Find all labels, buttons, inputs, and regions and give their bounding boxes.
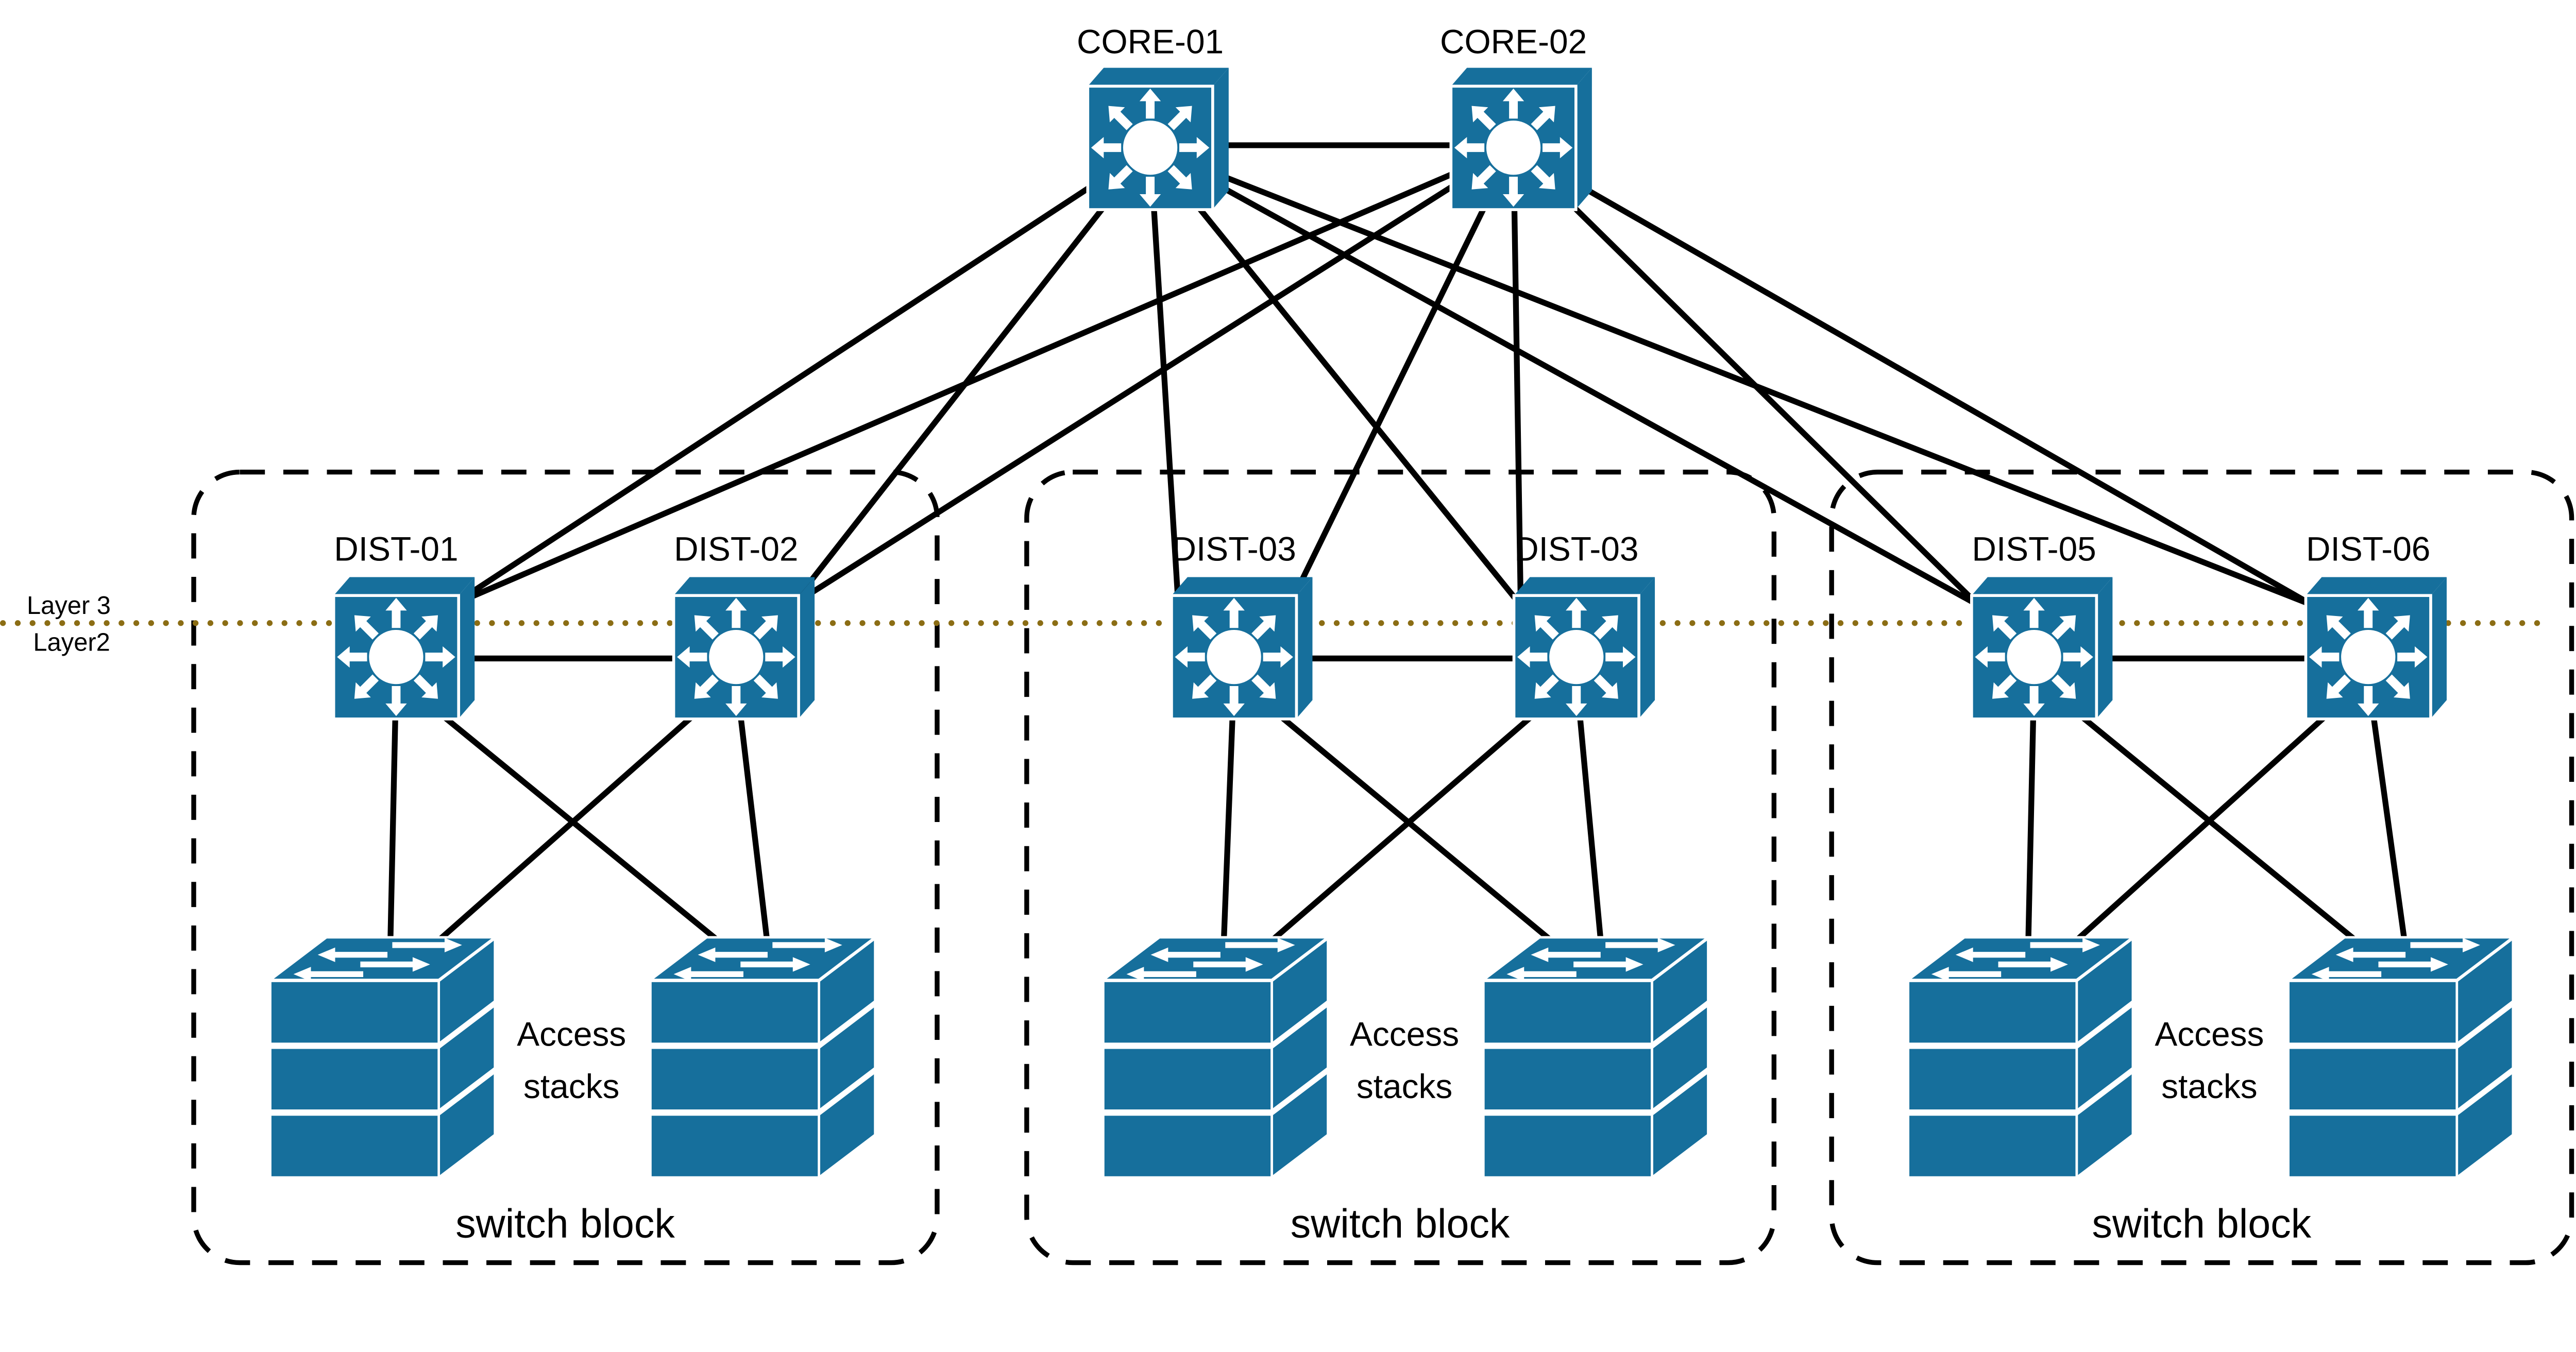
access-stacks-label-1-line2: stacks [523, 1067, 619, 1105]
link-core02-dist06 [1512, 145, 2314, 608]
access-stack-1b-icon [650, 937, 875, 1177]
link-dist01-stack1b [394, 675, 734, 954]
link-dist06-stack3b [2365, 677, 2411, 967]
link-dist05-stack3a [2025, 677, 2037, 966]
core-01-switch-icon [1088, 68, 1229, 210]
dist-02-switch-icon [674, 577, 815, 719]
layer2-label: Layer2 [33, 628, 110, 656]
switch-block-1-label: switch block [455, 1201, 675, 1246]
link-dist03b-stack2b [1573, 677, 1606, 966]
access-stacks-label-3-line1: Access [2155, 1015, 2264, 1053]
core-01-label: CORE-01 [1077, 22, 1224, 60]
link-dist02-stack1a [424, 675, 738, 954]
link-core01-dist01 [450, 145, 1152, 608]
access-stack-3b-icon [2289, 937, 2513, 1177]
link-core02-dist02 [790, 145, 1515, 608]
dist-03a-switch-icon [1172, 577, 1313, 719]
access-stacks-label-2-line2: stacks [1357, 1067, 1452, 1105]
access-stack-2b-icon [1483, 937, 1708, 1177]
link-dist06-stack3a [2062, 675, 2370, 954]
switch-block-3-border [1829, 469, 2574, 1265]
link-core01-dist02 [789, 146, 1153, 607]
dist-03b-switch-icon [1514, 577, 1655, 719]
dist-01-switch-icon [334, 577, 475, 719]
link-dist05-stack3b [2032, 675, 2371, 954]
dist-06-label: DIST-06 [2306, 530, 2430, 568]
network-topology-diagram: CORE-01 CORE-02 DIST-01 DIST-02 DIST-03 … [0, 22, 2574, 1265]
link-dist03a-stack2b [1232, 675, 1566, 954]
core-02-switch-icon [1451, 68, 1592, 210]
link-core01-dist03b [1148, 146, 1523, 607]
layer3-label: Layer 3 [27, 592, 111, 620]
access-stack-2a-icon [1103, 937, 1328, 1177]
dist-05-switch-icon [1972, 577, 2113, 719]
links [387, 142, 2411, 967]
link-dist01-stack1a [387, 677, 399, 966]
dist-03b-label: DIST-03 [1514, 530, 1638, 568]
link-dist03a-stack2a [1219, 677, 1237, 966]
link-core02-dist05 [1511, 145, 1980, 608]
access-stacks-label-1-line1: Access [517, 1015, 626, 1053]
dist-05-label: DIST-05 [1972, 530, 2096, 568]
link-dist02-stack1b [733, 677, 773, 967]
access-stack-1a-icon [270, 937, 495, 1177]
switch-block-2-border [1024, 469, 1777, 1265]
dist-06-switch-icon [2306, 577, 2447, 719]
core-02-label: CORE-02 [1440, 22, 1587, 60]
link-core02-dist03b [1510, 147, 1524, 606]
dist-01-label: DIST-01 [334, 530, 458, 568]
switch-block-1-border [191, 469, 940, 1265]
link-core01-dist03a [1147, 147, 1181, 606]
switch-block-2-label: switch block [1291, 1201, 1510, 1246]
link-core01-dist06 [1149, 145, 2314, 608]
switch-block-3-label: switch block [2092, 1201, 2312, 1246]
access-stacks-label-2-line1: Access [1350, 1015, 1459, 1053]
link-core02-dist03a [1287, 146, 1516, 607]
link-core01-dist05 [1148, 145, 1980, 608]
dist-02-label: DIST-02 [674, 530, 798, 568]
dist-03a-label: DIST-03 [1172, 530, 1296, 568]
access-stack-3a-icon [1908, 937, 2133, 1177]
link-core02-dist01 [450, 145, 1515, 608]
topology-svg: CORE-01 CORE-02 DIST-01 DIST-02 DIST-03 … [0, 22, 2574, 1265]
access-stacks-label-3-line2: stacks [2161, 1067, 2257, 1105]
link-dist03b-stack2a [1257, 675, 1579, 954]
